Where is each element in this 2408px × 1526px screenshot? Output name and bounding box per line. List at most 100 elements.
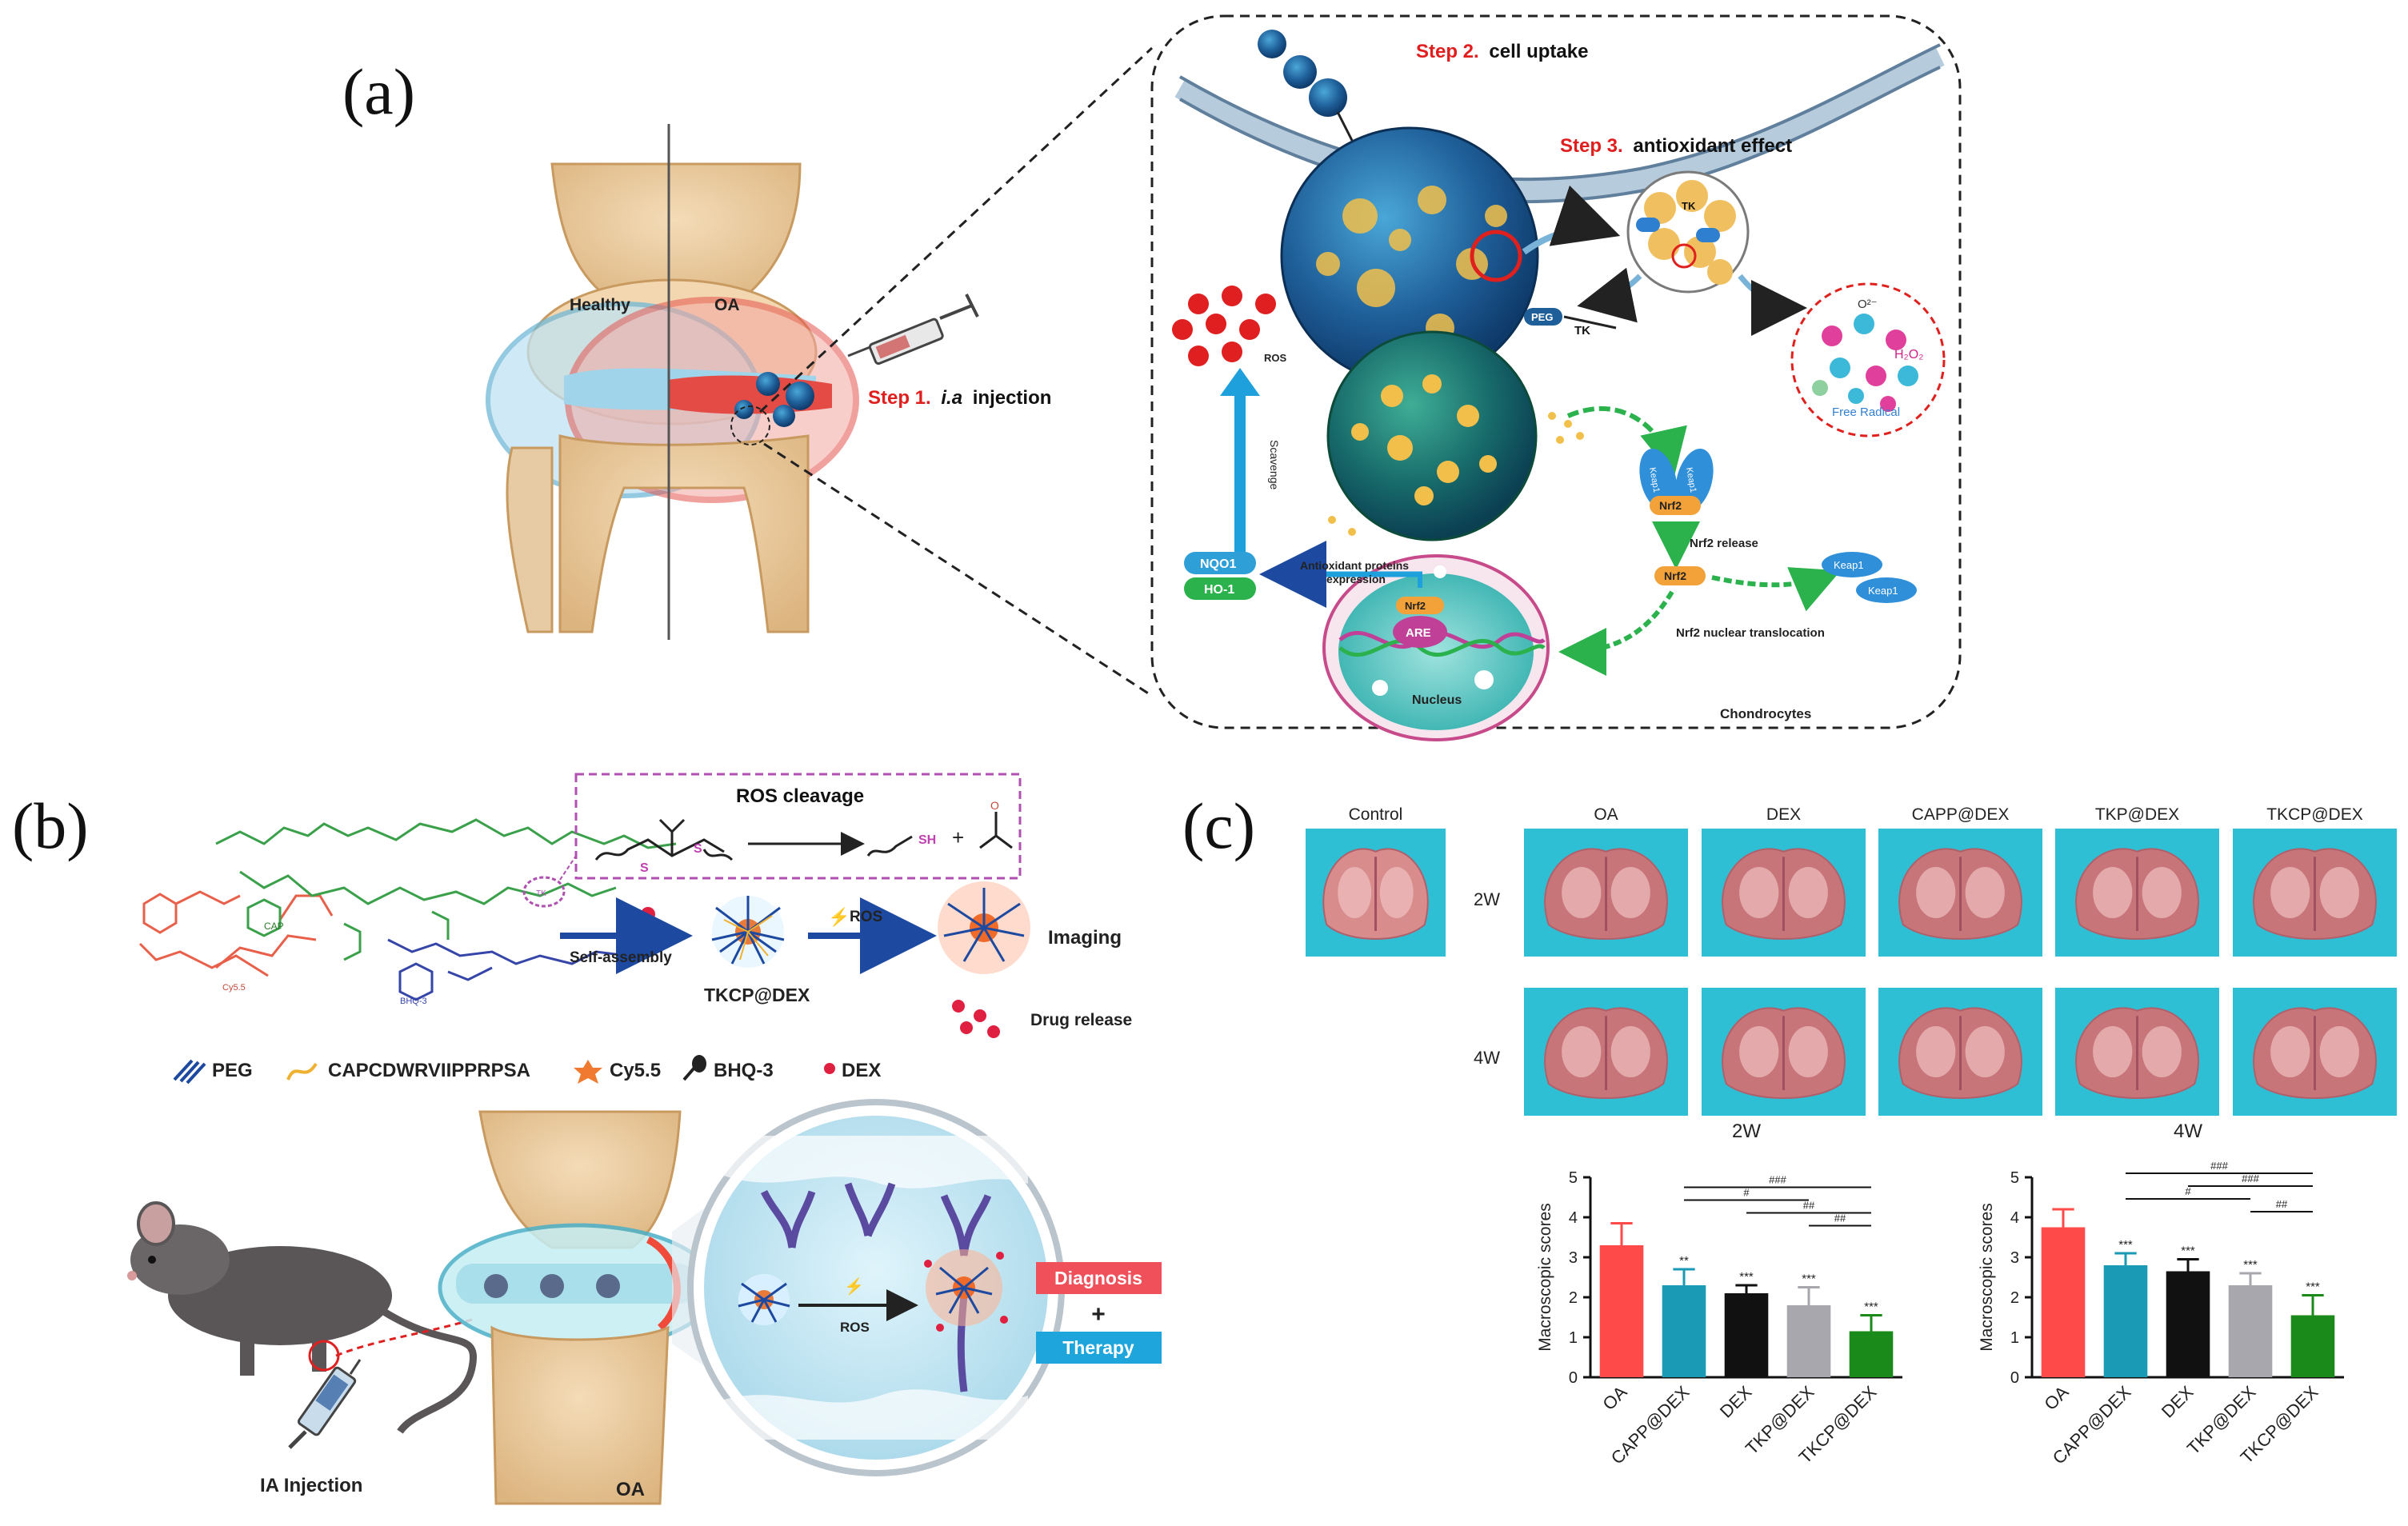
free-radical-cluster: O²⁻ H₂O₂ Free Radical [1790,282,1946,437]
photo-column-oa: OA [1594,805,1618,824]
chondrocytes-label: Chondrocytes [1720,706,1811,721]
ros-cleavage-label: ROS cleavage [736,785,864,807]
y-tick-label-4w-1: 1 [2010,1329,2019,1347]
knee-b [438,1110,718,1505]
diagnosis-therapy-box: Diagnosis + Therapy [1036,1262,1162,1364]
svg-text:S: S [640,861,649,875]
sig-stars-2w-capp-dex: ** [1679,1254,1689,1268]
tkcp-dex-label: TKCP@DEX [704,985,810,1005]
zoom-circle: ⚡ ROS [687,1099,1065,1476]
svg-text:+: + [952,825,964,849]
released-nanoparticle [1326,330,1538,541]
scavenge-label: Scavenge [1268,440,1281,489]
mouse-illustration [127,1201,477,1434]
chondrocyte-box [1150,14,1962,729]
y-tick-label-4w-0: 0 [2010,1369,2019,1387]
x-tick-label-4w-oa: OA [2040,1382,2072,1414]
tk-label-small: TK [1574,324,1590,338]
ros-cleavage-box [574,773,1022,880]
y-tick-label-2w-1: 1 [1569,1329,1578,1347]
nqo1-label: NQO1 [1200,557,1236,571]
bar-4w-dex [2166,1271,2210,1377]
healthy-label: Healthy [570,296,630,314]
photo-dex-row-2 [1702,988,1866,1116]
svg-text:⚡: ⚡ [828,907,850,928]
photo-tkcp-dex-row-1 [2233,829,2397,957]
self-assembly-label: Self-assembly [570,949,672,966]
y-tick-label-4w-2: 2 [2010,1289,2019,1307]
keap1-nrf2-complex: Keap1 Keap1 Nrf2 [1639,448,1714,515]
free-radical-label: Free Radical [1832,405,1900,419]
nrf2-label-1: Nrf2 [1659,499,1682,512]
comparison-label-2w-2-4: ## [1803,1200,1815,1212]
panel-b-letter: (b) [12,789,89,862]
bhq3-small-label: BHQ-3 [400,997,427,1006]
bar-2w-dex [1724,1293,1769,1377]
x-tick-label-2w-oa: OA [1598,1382,1630,1414]
ia-injection-label: IA Injection [260,1475,362,1496]
keap1-label-4: Keap1 [1868,585,1898,597]
y-tick-label-2w-3: 3 [1569,1249,1578,1267]
ros-label-a: ROS [1264,352,1287,364]
comparison-label-4w-3-4: ## [2276,1198,2288,1210]
antioxidant-expression-label: Antioxidant proteins expression [1300,559,1412,585]
y-tick-label-4w-4: 4 [2010,1209,2019,1227]
imaging-micelle [938,881,1030,974]
photo-column-capp-dex: CAPP@DEX [1912,805,2010,824]
x-tick-label-4w-dex: DEX [2158,1382,2198,1422]
h2o2-label: H₂O₂ [1894,348,1923,362]
legend-peptide: CAPCDWRVIIPPRPSA [328,1060,530,1081]
plus-label: + [1091,1301,1106,1328]
bar-4w-tkcp-dex [2290,1315,2335,1377]
sig-stars-2w-tkcp-dex: *** [1864,1300,1878,1314]
y-tick-label-2w-0: 0 [1569,1369,1578,1387]
comparison-label-4w-1-3: # [2185,1185,2191,1197]
step3-label: Step 3. antioxidant effect [1560,135,1792,157]
diagnosis-badge [1036,1262,1162,1294]
nrf2-label-2: Nrf2 [1664,569,1686,582]
nrf2-translocation-label: Nrf2 nuclear translocation [1676,626,1825,640]
comparison-label-2w-1-3: # [1743,1187,1750,1199]
photo-oa-row-2 [1524,988,1688,1116]
ho1-label: HO-1 [1204,583,1234,597]
y-tick-label-2w-5: 5 [1569,1169,1578,1187]
y-axis-label-2w: Macroscopic scores [1536,1203,1554,1352]
bar-4w-tkp-dex [2228,1285,2273,1377]
sh-label: SH [918,833,936,847]
legend-b: PEG CAPCDWRVIIPPRPSA Cy5.5 BHQ-3 DEX [173,1055,881,1085]
therapy-badge [1036,1332,1162,1364]
photo-oa-row-1 [1524,829,1688,957]
svg-text:⚡: ⚡ [844,1276,864,1296]
molecule-structure [138,818,677,1001]
photo-column-control: Control [1349,805,1403,824]
keap1-label-2: Keap1 [1684,466,1698,493]
syringe-b-icon [288,1359,362,1449]
oa-label-a: OA [714,296,740,314]
photo-control-row-1 [1306,829,1446,957]
comparison-label-2w-3-4: ## [1834,1212,1846,1224]
cy55-small-label: Cy5.5 [222,983,246,993]
imaging-label: Imaging [1048,927,1122,949]
svg-text:O: O [990,799,999,812]
cap-label: CAP [264,921,284,932]
comparison-label-2w-1-4: ### [1769,1174,1786,1186]
nrf2-release-label: Nrf2 release [1690,537,1758,550]
tkcp-dex-micelle [711,896,785,968]
panel-c-letter: (c) [1182,789,1255,862]
nucleus-label: Nucleus [1412,693,1462,707]
keap1-label-1: Keap1 [1647,466,1661,493]
photo-tkcp-dex-row-2 [2233,988,2397,1116]
tk-label: TK [1682,200,1696,212]
syringe-icon [847,294,979,366]
comparison-label-4w-1-4: ### [2210,1160,2228,1172]
o2-label: O²⁻ [1858,298,1878,311]
photo-dex-row-1 [1702,829,1866,957]
therapy-label: Therapy [1062,1337,1134,1358]
photo-column-tkp-dex: TKP@DEX [2095,805,2179,824]
photo-capp-dex-row-2 [1878,988,2042,1116]
photo-column-dex: DEX [1766,805,1801,824]
panel-a: (a) Healthy OA Step [342,14,1962,741]
